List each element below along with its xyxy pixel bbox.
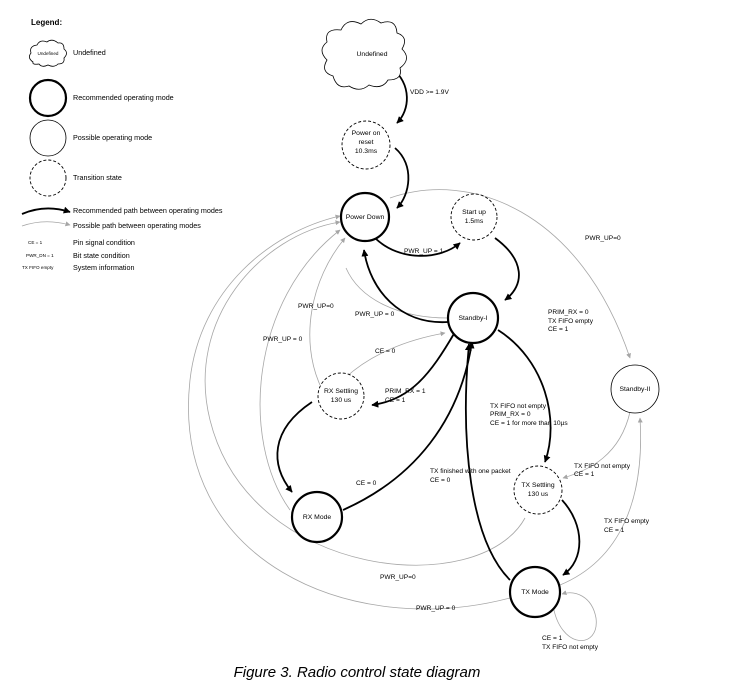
legend-transition-state-icon — [29, 159, 67, 197]
path-powerdown-to-startup — [374, 237, 461, 257]
legend-title: Legend: — [31, 18, 62, 27]
legend-recommended-path: Recommended path between operating modes — [73, 206, 223, 215]
label-prim-rx-ce1: CE = 1 — [385, 397, 406, 404]
label-vdd: VDD >= 1.9V — [410, 89, 449, 96]
path-txsettling-to-powerdown — [204, 220, 526, 566]
path-txmode-to-standby1 — [464, 343, 511, 581]
label-s2-to-txs-2: CE = 1 — [574, 471, 595, 478]
state-rx-mode: RX Mode — [290, 490, 344, 544]
startup-line1: Start up — [462, 209, 486, 216]
legend-possible-path-icon — [21, 221, 71, 227]
legend-possible-mode-icon — [29, 119, 67, 157]
legend-possible-path: Possible path between operating modes — [73, 221, 201, 230]
legend-undefined-cloud-icon — [29, 39, 67, 67]
state-standby-2: Standby-II — [610, 364, 660, 414]
label-tx-finished-2: CE = 0 — [430, 477, 451, 484]
rxs-line2: 130 us — [331, 397, 352, 404]
label-s2-cond-2: TX FIFO empty — [548, 318, 594, 325]
txs-line1: TX Settling — [521, 482, 554, 489]
label-ce0-rxs: CE = 0 — [375, 348, 396, 355]
label-tx-to-s2-1: TX FIFO empty — [604, 518, 650, 525]
state-tx-mode: TX Mode — [508, 565, 562, 619]
state-rx-settling: RX Settling 130 us — [317, 372, 365, 420]
por-line1: Power on — [352, 130, 381, 137]
legend-sys-desc: System information — [73, 263, 135, 272]
undefined-cloud-icon — [321, 18, 407, 90]
standby2-label: Standby-II — [620, 386, 651, 393]
legend-bit-desc: Bit state condition — [73, 251, 130, 260]
label-pwr-up-0-txs: PWR_UP=0 — [380, 574, 416, 581]
startup-line2: 1.5ms — [465, 218, 484, 225]
txs-line2: 130 us — [528, 491, 549, 498]
legend-bit-example: PWR_DN = 1 — [26, 253, 54, 258]
legend-pin-example: CE = 1 — [28, 240, 43, 245]
legend-possible-mode: Possible operating mode — [73, 133, 152, 142]
label-pwr-up-0-standby: PWR_UP = 0 — [355, 311, 395, 318]
power-down-label: Power Down — [346, 214, 385, 221]
rxs-line1: RX Settling — [324, 388, 358, 395]
path-standby1-to-powerdown — [361, 249, 449, 323]
recommended-paths — [276, 67, 581, 581]
path-startup-to-standby1 — [494, 237, 520, 301]
label-tx-to-s2-2: CE = 1 — [604, 527, 625, 534]
state-standby-1: Standby-I — [446, 291, 500, 345]
state-power-on-reset: Power on reset 10.3ms — [341, 120, 391, 170]
label-pwr-up-0-right: PWR_UP=0 — [585, 235, 621, 242]
por-line3: 10.3ms — [355, 148, 378, 155]
label-tx-loop-1: CE = 1 — [542, 635, 563, 642]
path-standby1-to-rxsettling — [371, 331, 456, 408]
path-txmode-self-loop — [552, 590, 597, 641]
state-undefined-label: Undefined — [357, 51, 388, 58]
legend-transition-state: Transition state — [73, 173, 122, 182]
figure-caption: Figure 3. Radio control state diagram — [234, 664, 481, 681]
label-tx-finished-1: TX finished with one packet — [430, 468, 511, 475]
path-rxsettling-to-rxmode — [276, 401, 313, 493]
legend-recommended-mode-icon — [28, 78, 68, 118]
label-tx-cond-1: TX FIFO not empty — [490, 403, 547, 410]
path-rxsettling-to-standby1 — [344, 331, 446, 379]
state-tx-settling: TX Settling 130 us — [513, 465, 563, 515]
legend-undefined: Undefined — [73, 48, 106, 57]
label-pwr-up-1: PWR_UP = 1 — [404, 248, 444, 255]
rx-mode-label: RX Mode — [303, 514, 332, 521]
state-start-up: Start up 1.5ms — [450, 193, 498, 241]
legend-undefined-cloud-label: Undefined — [38, 51, 59, 56]
state-undefined: Undefined — [321, 18, 407, 90]
label-pwr-up-0-left: PWR_UP=0 — [298, 303, 334, 310]
path-rxsettling-to-powerdown — [309, 237, 346, 386]
legend-recommended-path-icon — [21, 206, 71, 215]
possible-paths — [188, 189, 643, 641]
label-tx-cond-3: CE = 1 for more than 10µs — [490, 420, 568, 427]
label-s2-cond-1: PRIM_RX = 0 — [548, 309, 589, 316]
path-txmode-to-powerdown — [188, 214, 511, 610]
path-txsettling-to-txmode — [561, 499, 581, 576]
label-tx-cond-2: PRIM_RX = 0 — [490, 411, 531, 418]
path-startup-region-to-standby2 — [389, 189, 631, 359]
state-power-down: Power Down — [339, 191, 391, 243]
label-tx-loop-2: TX FIFO not empty — [542, 644, 599, 651]
standby1-label: Standby-I — [458, 315, 487, 322]
legend: Legend: Undefined Undefined Recommended … — [21, 18, 223, 272]
path-txmode-to-standby2 — [559, 417, 643, 586]
label-s2-cond-3: CE = 1 — [548, 326, 569, 333]
path-rxmode-to-powerdown — [259, 229, 341, 511]
path-standby2-to-txsettling — [562, 411, 631, 480]
label-prim-rx-1: PRIM_RX = 1 — [385, 388, 426, 395]
path-rxmode-to-standby1 — [342, 341, 475, 511]
label-s2-to-txs-1: TX FIFO not empty — [574, 463, 631, 470]
legend-recommended-mode: Recommended operating mode — [73, 93, 174, 102]
por-line2: reset — [358, 139, 373, 146]
path-por-to-powerdown — [394, 147, 410, 209]
label-pwr-up-0-txmode: PWR_UP = 0 — [416, 605, 456, 612]
label-pwr-up-0-rxmode: PWR_UP = 0 — [263, 336, 303, 343]
tx-mode-label: TX Mode — [521, 589, 549, 596]
legend-pin-desc: Pin signal condition — [73, 238, 135, 247]
path-standby1-to-powerdown-left — [345, 267, 449, 319]
path-standby1-to-txsettling — [497, 329, 552, 463]
edge-labels: VDD >= 1.9V PWR_UP = 1 PWR_UP=0 PWR_UP=0… — [263, 89, 650, 651]
label-ce0-rxmode: CE = 0 — [356, 480, 377, 487]
legend-sys-example: TX FIFO empty — [22, 265, 54, 270]
